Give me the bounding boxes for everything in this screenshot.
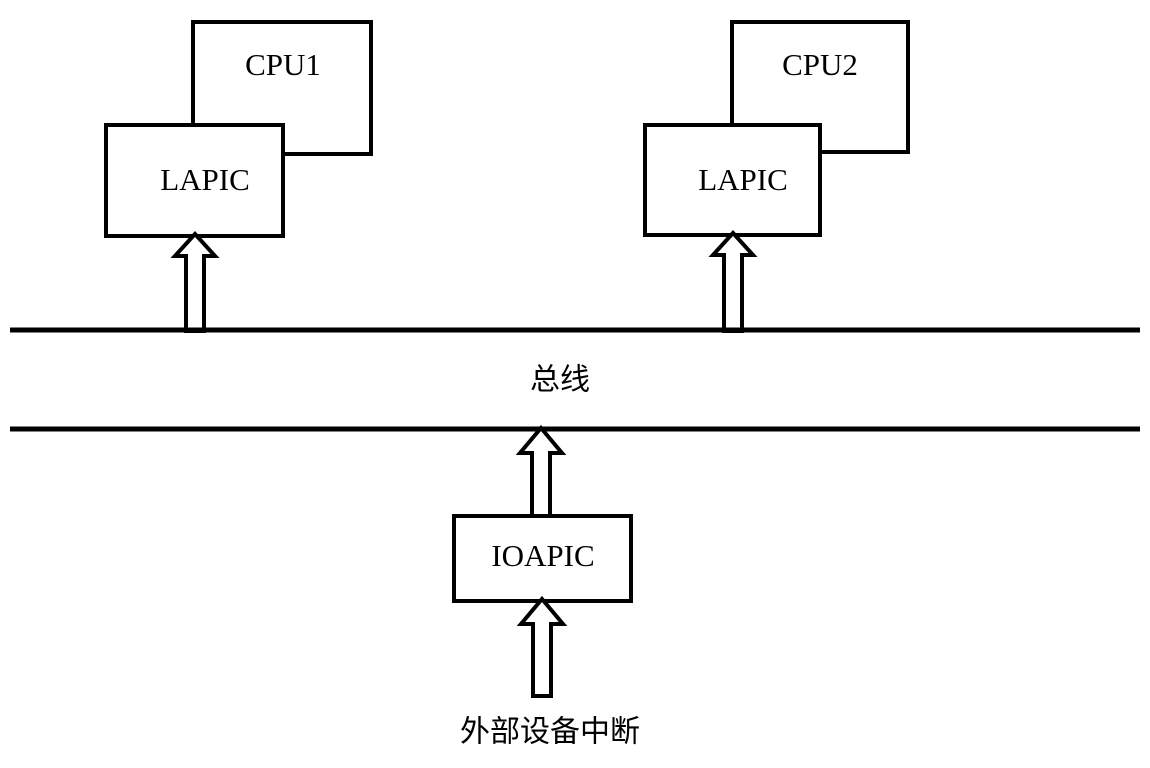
arrow-ioapic-to-bus-icon xyxy=(515,424,567,519)
lapic2-label: LAPIC xyxy=(698,162,788,197)
node-lapic2: LAPIC xyxy=(643,123,822,237)
bus-label: 总线 xyxy=(530,363,590,398)
cpu2-label: CPU2 xyxy=(782,47,858,82)
lapic1-label: LAPIC xyxy=(160,162,250,197)
external-interrupt-label: 外部设备中断 xyxy=(460,715,640,750)
ioapic-label: IOAPIC xyxy=(491,538,594,573)
arrow-lapic2-to-bus-icon xyxy=(708,230,758,333)
node-ioapic: IOAPIC xyxy=(452,514,633,603)
arrow-external-to-ioapic-icon xyxy=(516,595,568,698)
arrow-lapic1-to-bus-icon xyxy=(170,231,220,333)
cpu1-label: CPU1 xyxy=(245,47,321,82)
lapic1-box xyxy=(104,123,285,238)
node-lapic1: LAPIC xyxy=(104,123,285,238)
